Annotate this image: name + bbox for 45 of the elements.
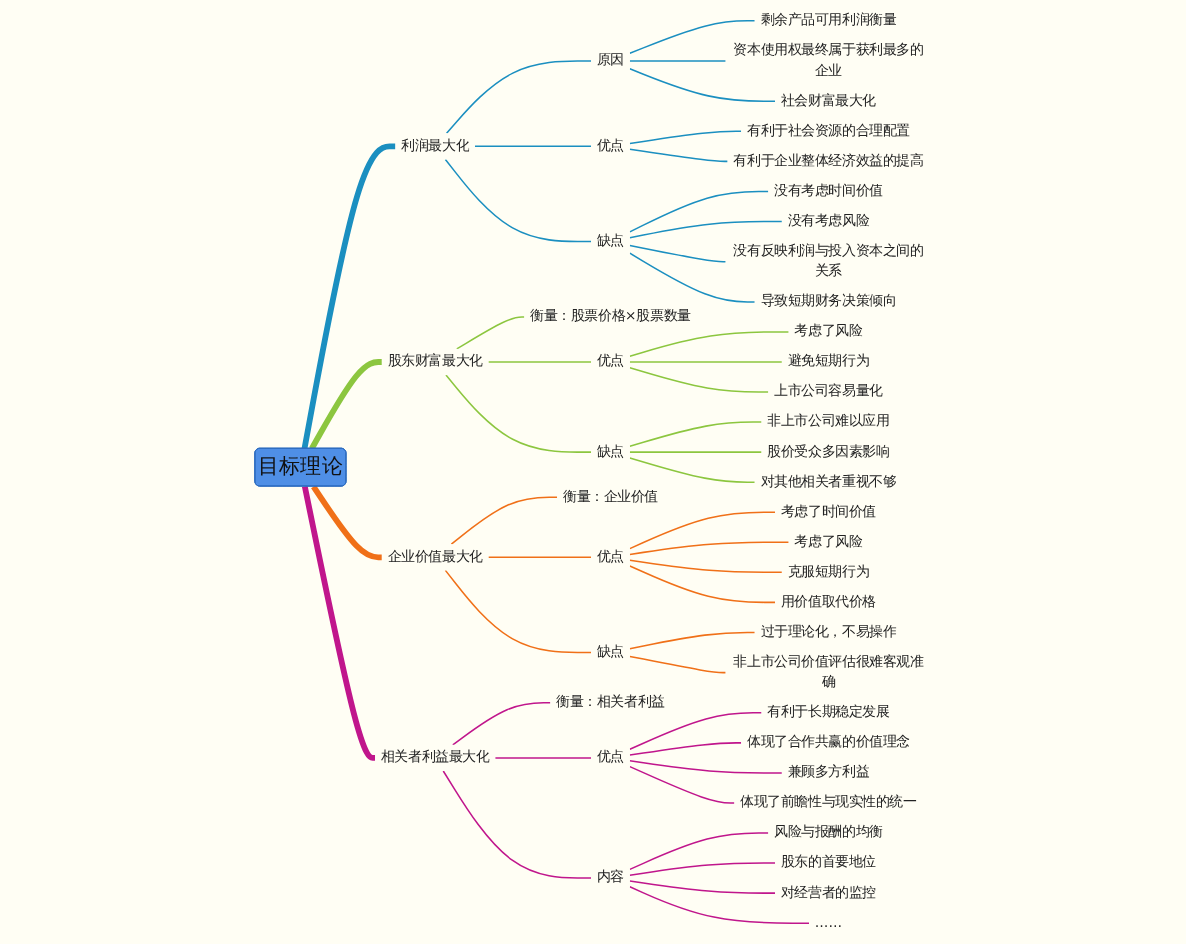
connector — [474, 145, 592, 148]
connector — [629, 742, 742, 756]
connector — [629, 331, 790, 357]
connector — [629, 244, 727, 263]
connector — [301, 485, 376, 761]
connector — [301, 143, 396, 450]
connector — [309, 359, 382, 451]
connector — [629, 252, 756, 303]
connector — [629, 765, 736, 804]
connector — [445, 374, 592, 453]
connector — [444, 158, 592, 243]
connector — [629, 20, 756, 55]
connector — [629, 760, 783, 774]
connector — [629, 451, 763, 453]
connector — [629, 190, 770, 233]
connector — [629, 457, 756, 483]
connector — [445, 60, 592, 135]
connector — [629, 862, 776, 876]
connector — [629, 559, 783, 574]
connector — [629, 68, 776, 103]
connector — [442, 770, 592, 879]
connector — [629, 832, 770, 871]
connector — [444, 569, 592, 654]
connector — [629, 541, 790, 556]
connector — [629, 712, 763, 750]
connector — [450, 496, 558, 545]
connector — [629, 655, 727, 674]
connector — [629, 886, 810, 924]
connector — [456, 316, 526, 350]
connector — [311, 484, 382, 561]
connector — [629, 220, 783, 239]
connector — [629, 565, 776, 604]
connector — [629, 130, 742, 145]
connector — [487, 556, 592, 559]
connector — [629, 361, 783, 363]
connector — [629, 631, 756, 650]
connector — [629, 367, 770, 393]
connector — [487, 361, 592, 363]
connector — [452, 701, 552, 746]
connector — [629, 421, 763, 448]
connector — [629, 60, 727, 62]
connector — [629, 880, 776, 894]
connector — [494, 757, 592, 759]
connector — [629, 148, 729, 163]
connector — [629, 511, 776, 550]
